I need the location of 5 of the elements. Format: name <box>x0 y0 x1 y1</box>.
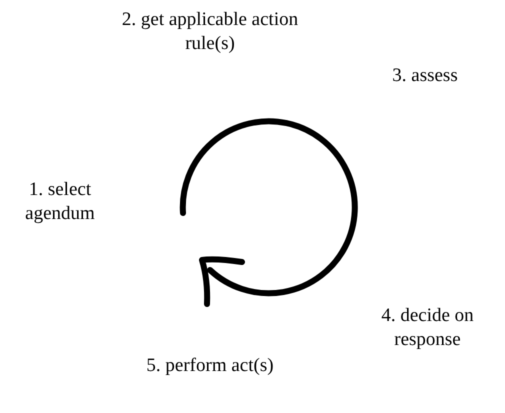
step-label: 4. decide on response <box>380 304 475 352</box>
step-label: 3. assess <box>391 64 459 88</box>
step-label: 1. select agendum <box>24 178 96 226</box>
step-label: 2. get applicable action rule(s) <box>120 8 300 56</box>
step-label: 5. perform act(s) <box>145 354 275 378</box>
